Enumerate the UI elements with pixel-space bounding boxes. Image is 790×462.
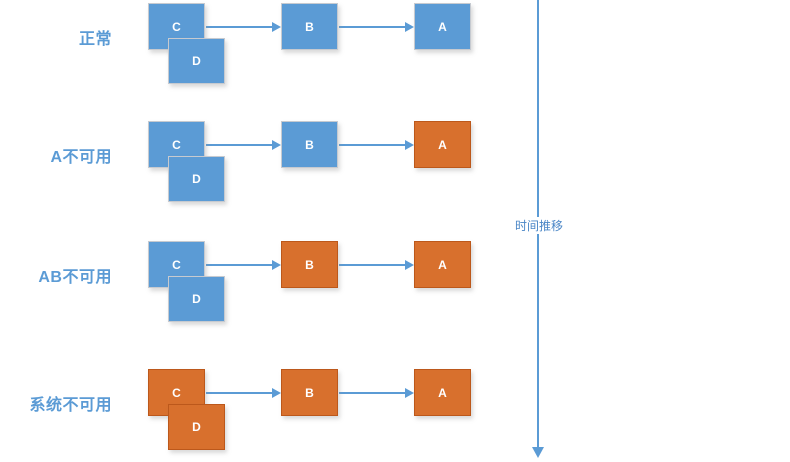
arrow-right-icon — [272, 22, 281, 32]
arrow-line — [206, 144, 273, 146]
node-label: D — [192, 292, 201, 306]
node-label: B — [305, 257, 314, 272]
node-label: A — [438, 19, 447, 34]
arrow-line — [206, 264, 273, 266]
node-label: C — [172, 257, 181, 272]
arrow-right-icon — [272, 260, 281, 270]
node-label: C — [172, 19, 181, 34]
node-label: D — [192, 420, 201, 434]
node-label: D — [192, 54, 201, 68]
node-label: B — [305, 385, 314, 400]
node-label: C — [172, 137, 181, 152]
timeline-label: 时间推移 — [512, 217, 566, 234]
node-d-box: D — [168, 38, 225, 84]
arrow-line — [339, 144, 406, 146]
row-label: AB不可用 — [38, 269, 112, 286]
node-label: A — [438, 385, 447, 400]
node-label: B — [305, 19, 314, 34]
node-label: A — [438, 257, 447, 272]
node-a-box: A — [414, 121, 471, 168]
node-label: B — [305, 137, 314, 152]
arrow-right-icon — [405, 388, 414, 398]
arrow-right-icon — [405, 260, 414, 270]
node-b-box: B — [281, 3, 338, 50]
node-b-box: B — [281, 241, 338, 288]
arrow-right-icon — [272, 140, 281, 150]
node-b-box: B — [281, 121, 338, 168]
arrow-line — [206, 26, 273, 28]
node-a-box: A — [414, 241, 471, 288]
node-label: A — [438, 137, 447, 152]
node-label: D — [192, 172, 201, 186]
node-a-box: A — [414, 3, 471, 50]
node-d-box: D — [168, 276, 225, 322]
arrow-line — [339, 392, 406, 394]
row-label: 系统不可用 — [29, 397, 112, 414]
node-a-box: A — [414, 369, 471, 416]
arrow-down-icon — [532, 447, 544, 458]
node-d-box: D — [168, 404, 225, 450]
arrow-line — [206, 392, 273, 394]
node-b-box: B — [281, 369, 338, 416]
node-label: C — [172, 385, 181, 400]
arrow-right-icon — [405, 22, 414, 32]
node-d-box: D — [168, 156, 225, 202]
arrow-right-icon — [272, 388, 281, 398]
arrow-line — [339, 26, 406, 28]
row-label: A不可用 — [50, 149, 112, 166]
row-label: 正常 — [78, 31, 112, 48]
arrow-right-icon — [405, 140, 414, 150]
arrow-line — [339, 264, 406, 266]
